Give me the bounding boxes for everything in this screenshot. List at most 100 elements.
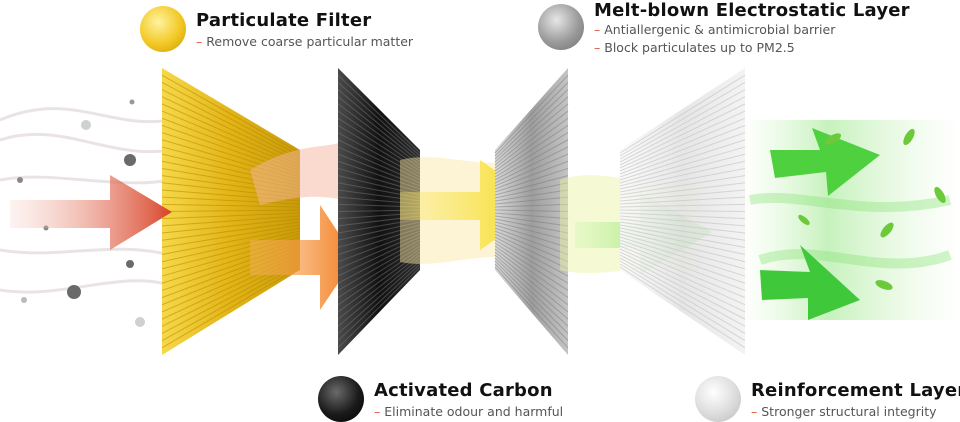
pleat-line bbox=[161, 74, 301, 154]
airflow-red-in bbox=[10, 175, 172, 250]
pleat-line bbox=[494, 245, 569, 299]
pleat-line bbox=[337, 260, 421, 334]
pleat-line bbox=[337, 139, 421, 181]
pleat-line bbox=[494, 242, 569, 291]
pleat-line bbox=[619, 117, 746, 172]
pleat-line bbox=[494, 239, 569, 284]
pleat-line bbox=[619, 160, 746, 190]
pleat-line bbox=[161, 224, 301, 248]
layer-title: Melt-blown Electrostatic Layer bbox=[594, 0, 910, 21]
pleat-line bbox=[619, 167, 746, 193]
pleat-line bbox=[494, 160, 569, 190]
airflow-green-out bbox=[740, 120, 960, 320]
layer-desc: –Stronger structural integrity bbox=[751, 404, 937, 419]
pleat-line bbox=[337, 146, 421, 184]
pleat-line bbox=[619, 263, 746, 342]
pleat-line bbox=[337, 167, 421, 193]
pleat-line bbox=[161, 89, 301, 160]
pleat-line bbox=[494, 221, 569, 241]
pleat-line bbox=[337, 266, 421, 349]
pleat-line bbox=[337, 153, 421, 187]
pleat-line bbox=[494, 209, 569, 212]
pleat-line bbox=[494, 263, 569, 341]
pleat-line bbox=[337, 251, 421, 313]
pleat-line bbox=[494, 215, 569, 227]
pleat-line bbox=[337, 89, 421, 160]
pleat-line bbox=[619, 175, 746, 196]
pleat-line bbox=[494, 81, 569, 157]
pleat-line bbox=[337, 227, 421, 256]
pleat-line bbox=[619, 221, 746, 241]
pleat-line bbox=[619, 251, 746, 313]
pleat-line bbox=[161, 209, 301, 212]
layer-desc: –Remove coarse particular matter bbox=[196, 34, 414, 49]
pleat-line bbox=[337, 74, 421, 154]
pleat-line bbox=[161, 96, 301, 163]
pleat-line bbox=[494, 233, 569, 270]
pleat-line bbox=[337, 96, 421, 163]
pleat-line bbox=[337, 81, 421, 157]
pleat-line bbox=[161, 233, 301, 270]
pleat-line bbox=[619, 96, 746, 163]
pleat-line bbox=[494, 139, 569, 181]
carbon-granule-icon bbox=[318, 376, 364, 422]
melt-blown-layer bbox=[494, 68, 569, 355]
pleat-line bbox=[494, 96, 569, 163]
pleat-line bbox=[161, 263, 301, 342]
pleat-line bbox=[494, 103, 569, 166]
pleat-line bbox=[619, 260, 746, 334]
pleat-line bbox=[619, 196, 746, 205]
pleat-line bbox=[619, 245, 746, 299]
pleat-line bbox=[494, 117, 569, 172]
layer-title: Reinforcement Layer bbox=[751, 380, 960, 401]
pleat-line bbox=[619, 236, 746, 277]
pleat-line bbox=[494, 167, 569, 193]
pleat-line bbox=[337, 230, 421, 263]
pleat-line bbox=[337, 175, 421, 196]
pleat-line bbox=[619, 239, 746, 284]
dust-particles bbox=[17, 99, 145, 327]
pleat-line bbox=[619, 81, 746, 157]
pleat-line bbox=[494, 257, 569, 327]
layer-desc: –Antiallergenic & antimicrobial barrier bbox=[594, 22, 836, 37]
layer-desc: –Block particulates up to PM2.5 bbox=[594, 40, 795, 55]
pleat-line bbox=[494, 212, 569, 220]
pleat-line bbox=[619, 103, 746, 166]
pleat-line bbox=[161, 230, 301, 263]
pleat-line bbox=[494, 236, 569, 277]
pleat-line bbox=[494, 224, 569, 248]
pleat-line bbox=[619, 182, 746, 199]
pleat-line bbox=[494, 227, 569, 256]
pleat-line bbox=[619, 139, 746, 181]
pleat-line bbox=[494, 248, 569, 306]
pleat-line bbox=[494, 110, 569, 169]
pleat-line bbox=[337, 233, 421, 270]
pleat-line bbox=[619, 124, 746, 175]
layer-title: Activated Carbon bbox=[374, 380, 553, 401]
pleat-line bbox=[337, 239, 421, 284]
pleat-line bbox=[619, 74, 746, 154]
pleat-line bbox=[619, 248, 746, 306]
pleat-line bbox=[494, 196, 569, 205]
pleat-line bbox=[161, 218, 301, 234]
pleat-line bbox=[494, 74, 569, 154]
pleat-line bbox=[337, 218, 421, 234]
pleat-line bbox=[619, 215, 746, 227]
pleat-line bbox=[161, 215, 301, 227]
airflow-orange bbox=[250, 140, 355, 310]
pleat-line bbox=[494, 189, 569, 202]
pleat-line bbox=[619, 224, 746, 248]
layer-title: Particulate Filter bbox=[196, 10, 372, 31]
pleat-line bbox=[161, 81, 301, 157]
pleat-line bbox=[494, 260, 569, 334]
pleat-line bbox=[337, 110, 421, 169]
pleat-line bbox=[337, 117, 421, 172]
pleat-line bbox=[619, 257, 746, 327]
pleat-line bbox=[619, 254, 746, 320]
pleat-line bbox=[337, 236, 421, 277]
pleat-line bbox=[494, 254, 569, 320]
pleat-line bbox=[619, 227, 746, 256]
pleat-line bbox=[337, 263, 421, 342]
particulate-filter-layer bbox=[161, 68, 301, 355]
